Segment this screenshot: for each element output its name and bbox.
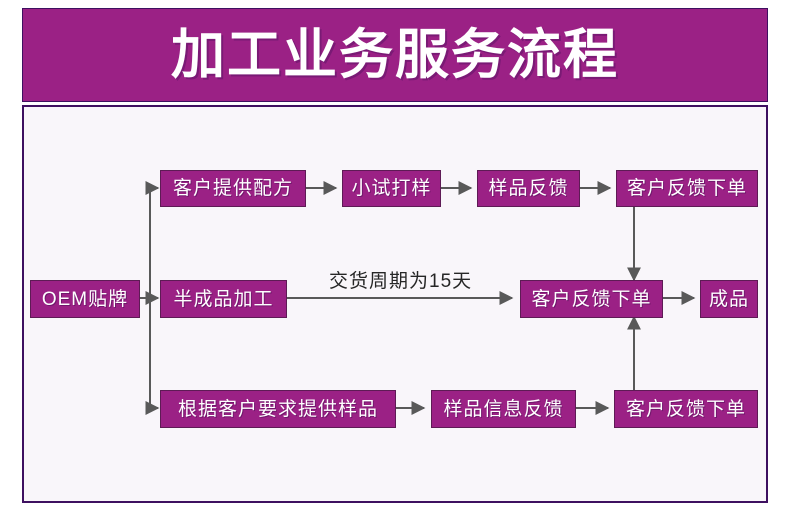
node-label: 样品信息反馈: [443, 398, 564, 420]
node-label: 半成品加工: [173, 288, 274, 310]
node-label: 客户反馈下单: [625, 398, 746, 420]
node-label: 客户提供配方: [172, 178, 293, 199]
header-banner: 加工业务服务流程: [22, 8, 768, 102]
node-top-3[interactable]: 样品反馈: [477, 170, 580, 207]
edge-label-delivery-cycle: 交货周期为15天: [329, 271, 473, 292]
node-bottom-2[interactable]: 样品信息反馈: [431, 390, 576, 428]
node-label: 样品反馈: [488, 178, 569, 199]
node-label: OEM贴牌: [41, 288, 129, 310]
node-label: 成品: [708, 288, 749, 310]
node-top-1[interactable]: 客户提供配方: [160, 170, 306, 207]
node-label: 客户反馈下单: [531, 288, 652, 310]
node-label: 根据客户要求提供样品: [177, 398, 378, 420]
node-top-2[interactable]: 小试打样: [342, 170, 441, 207]
node-mid-3[interactable]: 成品: [700, 280, 758, 318]
node-bottom-3[interactable]: 客户反馈下单: [614, 390, 758, 428]
node-bottom-1[interactable]: 根据客户要求提供样品: [160, 390, 396, 428]
node-label: 小试打样: [351, 178, 432, 199]
page-title: 加工业务服务流程: [171, 25, 619, 85]
node-label: 客户反馈下单: [626, 178, 747, 199]
node-top-4[interactable]: 客户反馈下单: [616, 170, 758, 207]
node-mid-1[interactable]: 半成品加工: [160, 280, 287, 318]
node-mid-2[interactable]: 客户反馈下单: [520, 280, 663, 318]
node-start-oem[interactable]: OEM贴牌: [30, 280, 140, 318]
